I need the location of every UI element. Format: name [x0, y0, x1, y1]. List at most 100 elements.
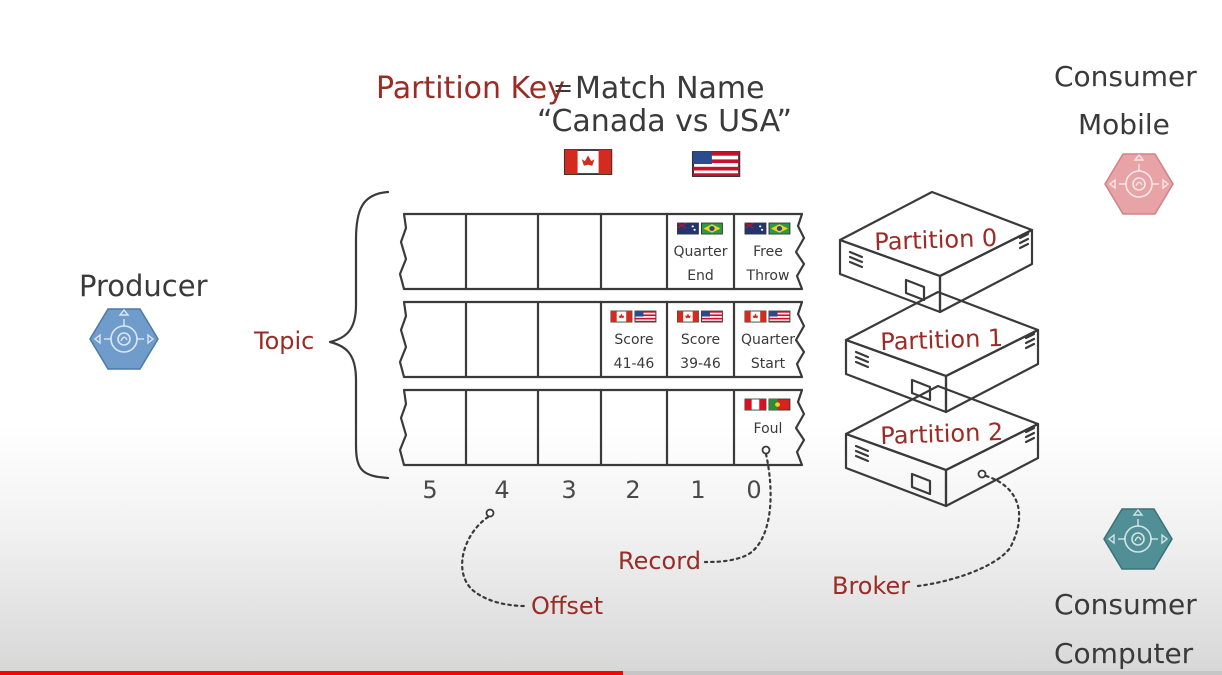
- broker-box-1: Partition 1: [844, 290, 1040, 414]
- record-text: Throw: [746, 268, 790, 284]
- record-text: Score: [681, 332, 720, 348]
- topic: Topic: [253, 190, 390, 480]
- broker-vent: [1018, 242, 1030, 250]
- broker-vent: [854, 360, 870, 369]
- partition-key-header: Partition Key = Match Name “Canada vs US…: [376, 71, 792, 178]
- consumer-computer-line2: Computer: [1054, 637, 1194, 670]
- partition-key-label: Partition Key: [376, 71, 565, 106]
- partition-row-2: Foul: [398, 388, 806, 467]
- consumer-mobile-line2: Mobile: [1078, 108, 1170, 141]
- record-text: Start: [751, 356, 786, 372]
- record-cell: Score 41-46: [610, 310, 657, 372]
- australia-flag-icon: [744, 222, 767, 235]
- consumer-mobile-hexagon-icon: [1104, 153, 1174, 215]
- broker-vent: [848, 250, 864, 259]
- canada-flag-icon: [610, 310, 633, 323]
- offset-tick-3: 3: [561, 476, 576, 504]
- broker-partition-label: Partition 1: [880, 324, 1004, 356]
- record-text: 39-46: [680, 356, 721, 372]
- brazil-flag-icon: [701, 222, 723, 235]
- record-cell: Score 39-46: [677, 310, 723, 372]
- broker-box-2: Partition 2: [844, 384, 1040, 508]
- canada-flag-icon: [677, 310, 699, 323]
- broker-vent: [1024, 431, 1036, 439]
- canada-flag-icon: [563, 148, 613, 176]
- consumer-mobile: Consumer Mobile: [1054, 60, 1197, 215]
- broker-vent: [1024, 337, 1036, 345]
- consumer-computer: Consumer Computer: [1054, 508, 1197, 670]
- topic-label: Topic: [253, 327, 314, 355]
- consumer-mobile-line1: Consumer: [1054, 60, 1197, 93]
- video-progress-bar[interactable]: [0, 671, 1222, 675]
- partition-tape: [398, 388, 806, 467]
- partition-tape: [398, 300, 806, 379]
- australia-flag-icon: [676, 222, 699, 235]
- partition-rows: QuarterEndFreeThrowScore41-46Score39-46Q…: [398, 212, 806, 467]
- broker-side-face: [938, 228, 1034, 314]
- broker-vent: [854, 444, 870, 453]
- record-text: End: [687, 268, 714, 284]
- broker-vent: [848, 255, 864, 264]
- offset-label: Offset: [531, 592, 603, 620]
- usa-flag-icon: [691, 150, 741, 178]
- producer-label: Producer: [79, 269, 208, 303]
- record-annotation: Record: [618, 445, 772, 575]
- usa-flag-icon: [768, 310, 791, 323]
- partition-tape: [398, 212, 806, 291]
- peru-flag-icon: [744, 398, 767, 411]
- record-text: Foul: [754, 421, 783, 437]
- match-name-value: “Canada vs USA”: [537, 104, 792, 139]
- broker-vent: [1024, 426, 1036, 434]
- consumer-computer-line1: Consumer: [1054, 588, 1197, 621]
- offset-tick-1: 1: [690, 476, 705, 504]
- broker-vent: [854, 355, 870, 364]
- offset-tick-0: 0: [746, 476, 761, 504]
- usa-flag-icon: [701, 310, 723, 323]
- topic-brace: [328, 190, 390, 480]
- brokers: Partition 0 Partition 1 Partition 2: [838, 190, 1040, 508]
- broker-vent: [1024, 436, 1036, 444]
- brazil-flag-icon: [768, 222, 791, 235]
- broker-vent: [848, 260, 864, 269]
- offset-tick-5: 5: [422, 476, 437, 504]
- broker-slot: [910, 378, 932, 402]
- match-name-label: Match Name: [575, 71, 765, 106]
- broker-box-0: Partition 0: [838, 190, 1034, 314]
- equals-sign: =: [553, 74, 573, 102]
- offset-annotation: Offset: [461, 508, 603, 620]
- producer: Producer: [79, 269, 208, 370]
- record-text: Free: [753, 244, 783, 260]
- offset-tick-4: 4: [494, 476, 509, 504]
- canada-flag-icon: [744, 310, 767, 323]
- broker-side-face: [944, 422, 1040, 508]
- record-cell: Foul: [744, 398, 791, 437]
- consumer-computer-hexagon-icon: [1103, 508, 1173, 570]
- broker-vent: [854, 454, 870, 463]
- producer-hexagon-icon: [89, 308, 159, 370]
- broker-label: Broker: [832, 572, 910, 600]
- broker-annotation: Broker: [832, 469, 1021, 600]
- broker-vent: [1018, 232, 1030, 240]
- record-label: Record: [618, 547, 701, 575]
- broker-vent: [1024, 332, 1036, 340]
- broker-vent: [1018, 237, 1030, 245]
- broker-vent: [854, 350, 870, 359]
- video-progress-fill: [0, 671, 624, 675]
- record-text: Quarter: [673, 244, 727, 260]
- broker-partition-label: Partition 2: [880, 418, 1004, 450]
- broker-side-face: [944, 328, 1040, 414]
- broker-partition-label: Partition 0: [874, 224, 998, 256]
- broker-slot: [904, 278, 926, 302]
- record-text: Score: [614, 332, 653, 348]
- record-text: Quarter: [741, 332, 795, 348]
- broker-slot: [910, 472, 932, 496]
- record-text: 41-46: [614, 356, 655, 372]
- offset-tick-2: 2: [625, 476, 640, 504]
- portugal-flag-icon: [768, 398, 791, 411]
